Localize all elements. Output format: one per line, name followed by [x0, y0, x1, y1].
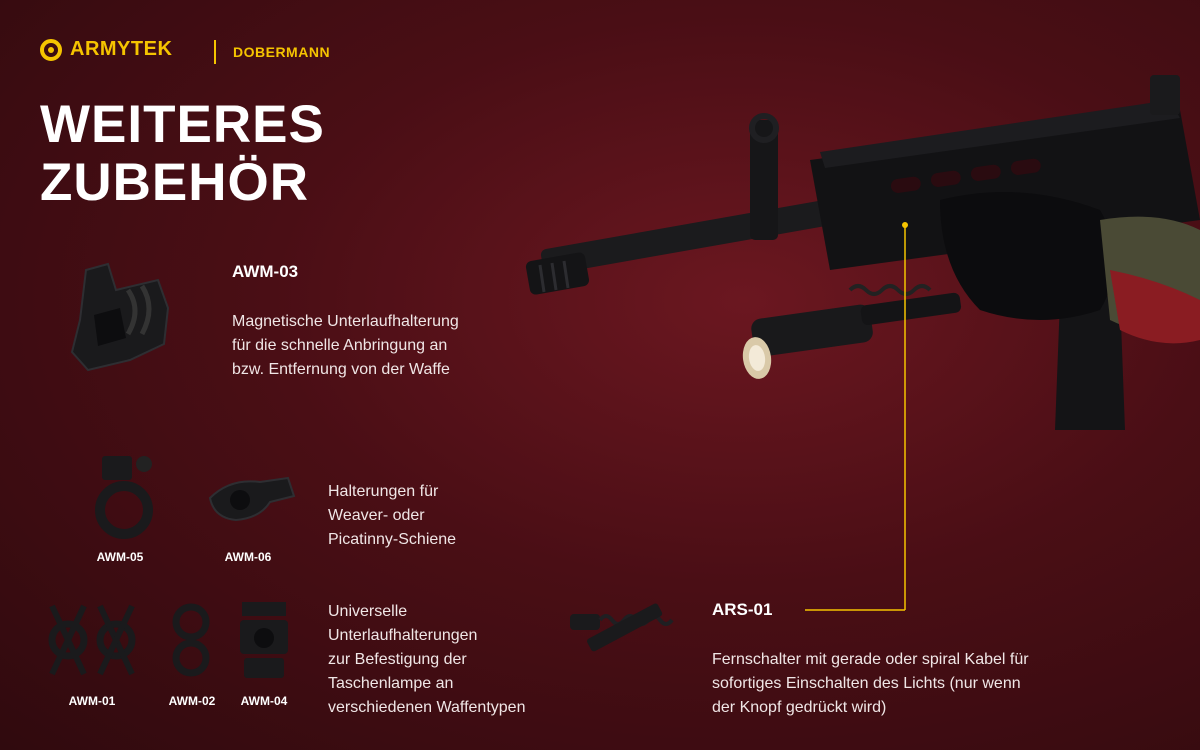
universal-mount-icon — [240, 602, 288, 678]
ars01-desc-line: sofortiges Einschalten des Lichts (nur w… — [712, 675, 1021, 692]
page-title: WEITERES ZUBEHÖR — [40, 96, 360, 212]
ars01-desc-line: Fernschalter mit gerade oder spiral Kabe… — [712, 651, 1029, 668]
universal-desc-line: zur Befestigung der — [328, 651, 467, 668]
universal-desc-line: Taschenlampe an — [328, 675, 454, 692]
awm05-label: AWM-05 — [96, 550, 144, 564]
model-name: DOBERMANN — [233, 44, 331, 60]
awm03-desc-line: Magnetische Unterlaufhalterung — [232, 313, 459, 330]
universal-desc-line: verschiedenen Waffentypen — [328, 699, 526, 716]
ars01-title: ARS-01 — [712, 600, 773, 619]
magnetic-mount-icon — [70, 262, 170, 372]
awm03-desc-line: bzw. Entfernung von der Waffe — [232, 361, 450, 378]
rifle-with-flashlight-image — [525, 75, 1200, 430]
awm02-label: AWM-02 — [168, 694, 216, 708]
rail-desc-line: Weaver- oder — [328, 507, 425, 524]
title-line-1: WEITERES — [40, 95, 325, 154]
awm06-label: AWM-06 — [224, 550, 272, 564]
ars01-description: Fernschalter mit gerade oder spiral Kabe… — [712, 648, 1092, 720]
header-divider — [214, 40, 216, 64]
awm03-desc-line: für die schnelle Anbringung an — [232, 337, 448, 354]
awm04-label: AWM-04 — [240, 694, 288, 708]
title-line-2: ZUBEHÖR — [40, 153, 310, 212]
brand-logo: ARMYTEK — [40, 38, 172, 61]
rail-desc-line: Picatinny-Schiene — [328, 531, 457, 548]
awm01-label: AWM-01 — [68, 694, 116, 708]
rail-desc-line: Halterungen für — [328, 483, 439, 500]
universal-desc-line: Universelle — [328, 603, 408, 620]
armytek-logo-icon — [40, 38, 62, 61]
universal-desc-line: Unterlaufhalterungen — [328, 627, 478, 644]
remote-switch-icon — [570, 603, 674, 652]
ars01-desc-line: der Knopf gedrückt wird) — [712, 699, 887, 716]
universal-mount-icon — [172, 603, 210, 677]
universal-mount-icon — [48, 604, 136, 676]
rail-mount-icon — [95, 456, 153, 539]
rail-mount-icon — [208, 476, 296, 522]
universal-mounts-description: Universelle Unterlaufhalterungen zur Bef… — [328, 600, 568, 720]
rail-mounts-description: Halterungen für Weaver- oder Picatinny-S… — [328, 480, 528, 552]
ars01-leader-line — [805, 222, 908, 611]
awm03-title: AWM-03 — [232, 262, 299, 281]
awm03-description: Magnetische Unterlaufhalterung für die s… — [232, 310, 532, 382]
brand-name: ARMYTEK — [70, 38, 173, 60]
